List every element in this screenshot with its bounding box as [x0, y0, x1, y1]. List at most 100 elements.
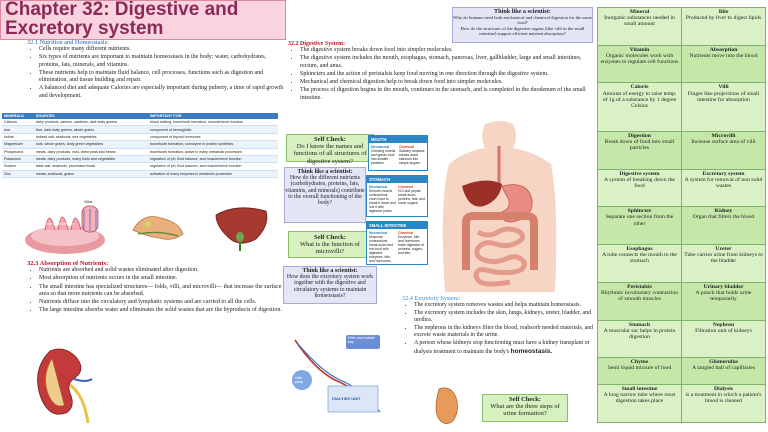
section-32-2-heading: 32.2 Digestive System: — [288, 41, 346, 47]
glossary-definition: Break down of food into small particles — [604, 139, 675, 152]
glossary-term: Urinary bladder — [703, 283, 744, 290]
glossary-definition: Semi liquid mixture of food — [607, 365, 672, 372]
table-cell: dairy products, salmon, sardines, dark l… — [33, 119, 149, 127]
glossary-definition: Inorganic substances needed in small amo… — [604, 15, 675, 28]
table-cell: regulation of pH, fluid balance, and mus… — [148, 155, 278, 164]
table-cell: Sodium — [2, 162, 34, 171]
self-check-box-3: Self Check: What are the three steps of … — [482, 394, 568, 422]
mechanical-text: Muscular contractions break down and mix… — [369, 235, 394, 263]
glossary-definition: Separate one section from the other — [605, 214, 674, 227]
glossary-definition: Filtration unit of kidneys — [695, 327, 752, 334]
mechanical-label: Mechanical — [371, 145, 390, 149]
page-title: Chapter 32: Digestive and Excretory syst… — [5, 0, 239, 39]
glossary-term: Chyme — [630, 359, 649, 366]
section-32-4-list: The excretory system removes wastes and … — [402, 302, 597, 356]
table-cell: regulation of pH, fluid balance, and mus… — [148, 162, 278, 171]
glossary-term: Digestion — [628, 132, 651, 139]
list-item: Six types of nutrients are important to … — [39, 54, 287, 69]
self-check-question: Do I know the names and functions of all… — [293, 143, 367, 165]
homeostasis-bold: homeostasis. — [510, 347, 553, 355]
kidney-image — [37, 348, 93, 424]
glossary-definition: is a treatment in which a patient's bloo… — [685, 392, 762, 405]
glossary-term: Kidney — [714, 208, 733, 215]
mechanical-text: Chewing shreds and grinds food into smal… — [371, 149, 396, 165]
liver-image — [215, 207, 268, 251]
section-32-3-list: Nutrients are absorbed and solid wastes … — [27, 267, 289, 315]
page-title-banner: Chapter 32: Digestive and Excretory syst… — [0, 0, 286, 40]
chemical-label: Chemical — [398, 231, 414, 235]
table-cell: meats, dairy products, nuts, dried peas … — [33, 148, 149, 156]
glossary-term: Small intestine — [621, 386, 658, 393]
table-header-row: MINERALS SOURCES IMPORTANT FOR — [2, 113, 278, 119]
think-box-top: Think like a scientist: Why do humans ne… — [452, 7, 593, 43]
villus-label: Villus — [84, 200, 93, 204]
lining-label: Lining of the small intestine — [34, 222, 74, 226]
info-box-heading: SMALL INTESTINE — [367, 222, 427, 229]
section-32-1-list: Cells require many different nutrients. … — [27, 46, 287, 100]
think-box-mid: Think like a scientist: How do the diffe… — [284, 167, 366, 223]
glossary-term: Bile — [718, 9, 729, 15]
chemical-text: HCl and pepsin break down proteins, fats… — [398, 189, 425, 205]
chemical-text: Salivary amylase breaks down starches in… — [399, 149, 425, 165]
glossary-definition: Produced by liver to digest lipids — [685, 15, 762, 22]
section-32-1-heading: 32.1 Nutrition and Homeostasis: — [27, 39, 109, 46]
self-check-question: What is the function of microvilli? — [300, 241, 360, 256]
list-item: Mechanical and chemical digestion help t… — [300, 79, 596, 86]
glossary-definition: Organic molecules work with enzymes to r… — [600, 52, 679, 65]
table-cell: meats, seafoods, grains — [33, 170, 149, 179]
section-32-4: 32.4 Excretory System: The excretory sys… — [402, 295, 597, 357]
table-cell: Potassium — [2, 155, 34, 164]
self-check-box-1: Self Check: Do I know the names and func… — [286, 134, 374, 165]
table-cell: bone/tooth formation, coenzyme in protei… — [148, 140, 278, 149]
info-box-heading: STOMACH — [367, 176, 427, 183]
table-cell: Iron — [2, 125, 34, 134]
pump-label: roller pump — [295, 376, 304, 384]
glossary-term: Nephron — [712, 321, 735, 328]
glossary-term: Excretory system — [702, 170, 745, 177]
glossary-definition: A system of breaking down the food — [604, 176, 675, 189]
glossary-term: Glomerulus — [709, 359, 738, 366]
section-32-1: 32.1 Nutrition and Homeostasis: Cells re… — [27, 39, 287, 101]
glossary-term: Ureter — [715, 246, 732, 253]
list-item: The process of digestion begins in the m… — [300, 87, 596, 102]
chemical-text: Enzymes, bile, and hormones finish diges… — [398, 235, 425, 255]
glossary-term: Villi — [718, 84, 729, 91]
chemical-label: Chemical — [398, 185, 414, 189]
dialysis-image — [292, 335, 381, 413]
glossary-definition: A pouch that holds urine temporarily — [695, 289, 752, 303]
glossary-definition: A tube connects the mouth to the stomach — [602, 252, 677, 265]
glossary-term: Microvilli — [711, 132, 736, 139]
think-box-low: Think like a scientist: How does the exc… — [283, 266, 377, 304]
pancreas-image — [132, 216, 184, 240]
glossary-definition: Amount of energy to raise temp. of 1g of… — [602, 90, 677, 109]
glossary-term: Dialysis — [714, 386, 733, 393]
think-box-question: Why do humans need both mechanical and c… — [453, 15, 592, 26]
section-32-4-heading: 32.4 Excretory System: — [402, 295, 461, 302]
list-item-text: A person whose kidneys stop functioning … — [414, 340, 590, 355]
chemical-label: Chemical — [399, 145, 415, 149]
column-header: SOURCES — [33, 113, 149, 119]
glossary-definition: Increase surface area of villi — [691, 139, 756, 146]
glossary-term: Calorie — [630, 84, 649, 91]
